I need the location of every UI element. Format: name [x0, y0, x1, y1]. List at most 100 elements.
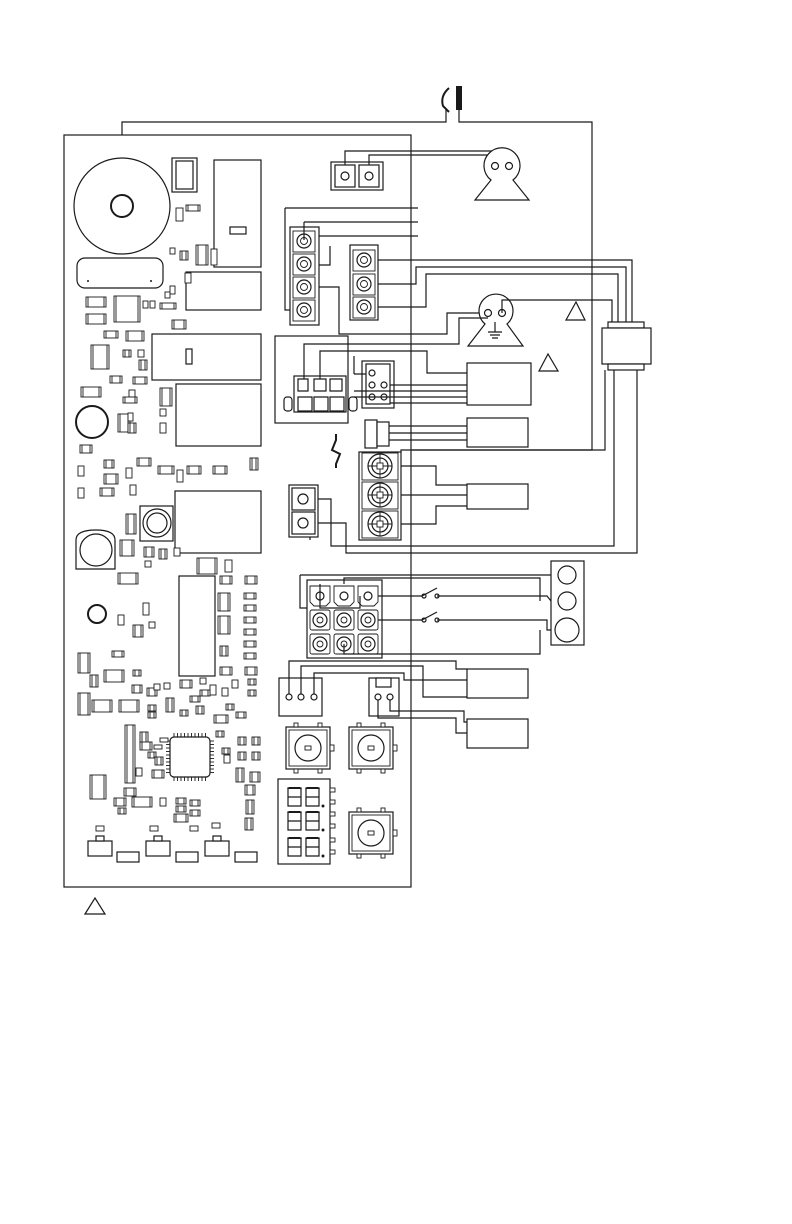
smd-part: [177, 470, 183, 482]
warning-triangle-icon: [85, 898, 105, 914]
smd-part: [132, 685, 142, 693]
smd-part: [123, 350, 131, 357]
header-2pin-bottom: [369, 678, 399, 716]
smd-part: [91, 345, 109, 369]
smd-part: [176, 806, 186, 812]
smd-part: [150, 301, 155, 308]
smd-part: [250, 772, 260, 782]
relay-1: [214, 160, 261, 267]
smd-part: [148, 712, 156, 718]
smd-part: [190, 810, 200, 816]
smd-part: [133, 670, 141, 676]
smd-part: [118, 615, 124, 625]
smd-part: [129, 390, 135, 397]
smd-part: [190, 800, 200, 806]
smd-part: [139, 360, 147, 370]
smd-part: [132, 797, 152, 807]
smd-part: [222, 688, 228, 696]
smd-part: [190, 826, 198, 831]
relay-3: [152, 334, 261, 380]
smd-part: [150, 826, 158, 831]
power-cord-plug-icon: [442, 86, 462, 112]
accessory-box-5: [467, 719, 528, 748]
smd-part: [226, 704, 234, 710]
smd-part: [176, 798, 186, 804]
smd-part: [160, 409, 166, 416]
smd-part: [154, 745, 162, 749]
smd-part: [211, 249, 217, 265]
smd-part: [246, 800, 254, 814]
relay-2: [186, 272, 261, 310]
smd-part: [245, 818, 253, 830]
smd-part: [180, 710, 188, 716]
smd-part: [148, 705, 156, 711]
smd-part: [220, 646, 228, 656]
smd-part: [166, 698, 174, 712]
smd-part: [92, 700, 112, 712]
accessory-box-1: [467, 363, 531, 405]
smd-part: [126, 514, 136, 534]
smd-part: [225, 560, 232, 572]
smd-part: [96, 826, 104, 831]
smd-part: [160, 738, 168, 742]
smd-part: [200, 678, 206, 684]
smd-part: [238, 752, 246, 760]
smd-part: [176, 208, 183, 221]
smd-part: [197, 558, 217, 574]
smd-part: [118, 573, 138, 584]
smd-part: [138, 350, 144, 357]
smd-part: [252, 737, 260, 745]
crystal-icon: [140, 506, 173, 541]
smd-part: [119, 700, 139, 712]
terminal-6pin: [275, 336, 357, 423]
in-line-connector-icon: [602, 322, 651, 370]
smd-part: [248, 690, 256, 696]
smd-part: [190, 696, 200, 702]
smd-part: [245, 785, 255, 795]
microcontroller-chip-icon: [166, 733, 214, 781]
wall-control-3btn: [551, 561, 584, 645]
warning-triangle-icon: [566, 302, 585, 320]
smd-part: [118, 808, 126, 814]
smd-part: [154, 684, 160, 690]
smd-part: [144, 547, 154, 557]
smd-part: [86, 297, 106, 307]
smd-part: [248, 679, 256, 685]
warning-triangle-icon: [539, 354, 558, 371]
smd-part: [216, 731, 224, 737]
smd-part: [136, 768, 142, 776]
smd-part: [252, 752, 260, 760]
smd-part: [250, 458, 258, 470]
smd-part: [126, 468, 132, 478]
motor-terminal-3pin-icon: [468, 294, 523, 346]
smd-part: [170, 248, 175, 254]
capacitor-icon: [172, 158, 197, 192]
smd-part: [170, 286, 175, 294]
smd-part: [78, 466, 84, 476]
smd-part: [128, 423, 136, 433]
header-3pin: [365, 420, 467, 448]
screw-terminals: [359, 452, 401, 540]
smd-part: [236, 712, 246, 718]
smd-part: [224, 755, 230, 763]
smd-part: [128, 413, 133, 421]
smd-part: [90, 675, 98, 687]
smd-part: [104, 670, 124, 682]
smd-part: [143, 301, 148, 308]
smd-part: [238, 737, 246, 745]
relay-4: [176, 384, 261, 446]
smd-part: [125, 725, 135, 783]
smd-part: [145, 561, 151, 567]
smd-part: [155, 757, 163, 765]
terminal-4pin: [290, 227, 319, 325]
smd-part: [160, 798, 166, 806]
smd-part: [164, 683, 170, 689]
relay-5: [175, 491, 261, 553]
smd-part: [196, 706, 204, 714]
smd-part: [185, 273, 191, 283]
smd-part: [165, 292, 170, 298]
smd-part: [160, 423, 166, 433]
fuse-holder-icon: [77, 258, 163, 288]
relay-6: [179, 576, 215, 676]
